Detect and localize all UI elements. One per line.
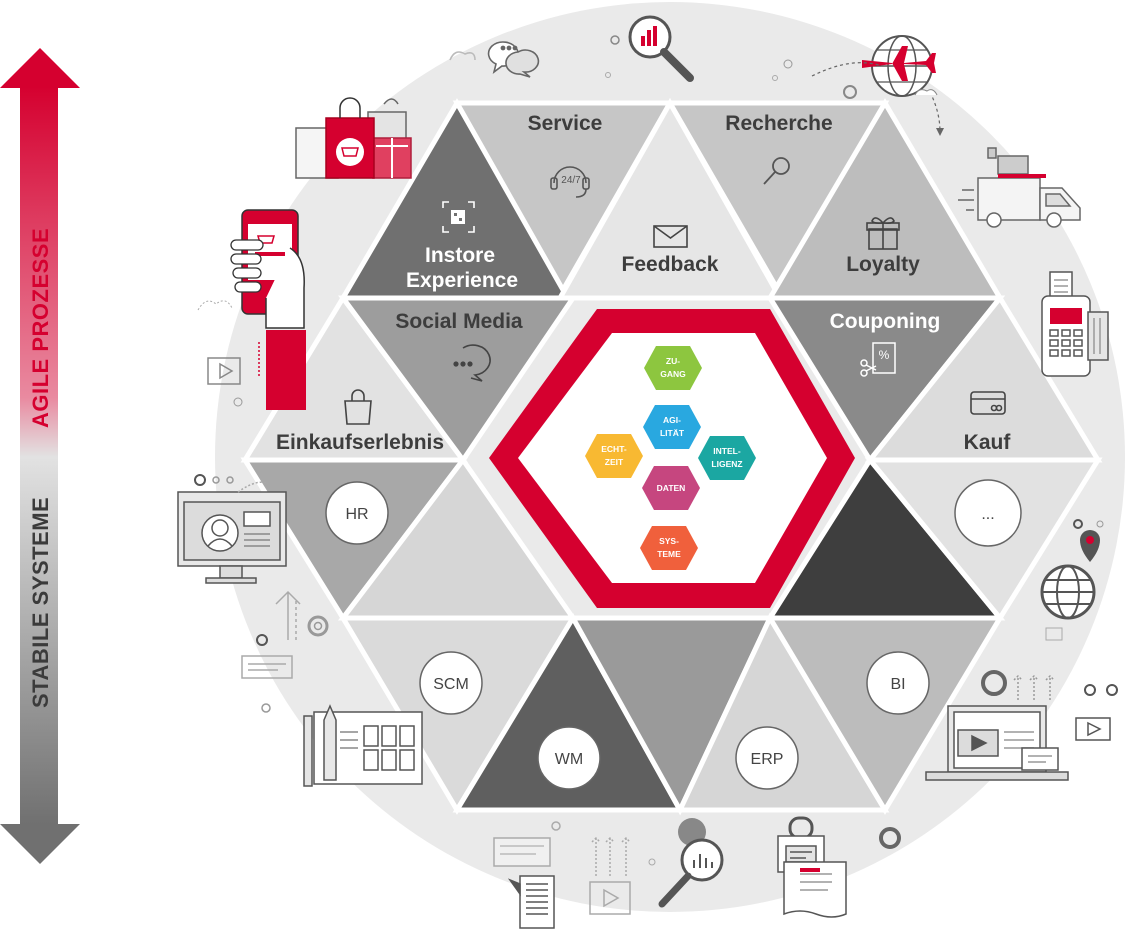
label-kauf: Kauf [964, 431, 1012, 454]
hex-intelligenz: INTEL- LIGENZ [698, 436, 756, 480]
hex-daten: DATEN [642, 466, 700, 510]
shopping-bags-icon [295, 97, 412, 179]
headset-icon: 24/7 [550, 166, 590, 198]
gear-icon [879, 827, 901, 849]
svg-text:ZEIT: ZEIT [605, 457, 624, 467]
axis-top-label: AGILE PROZESSE [28, 228, 53, 428]
shopping-bag-icon [344, 389, 372, 425]
svg-text:WM: WM [555, 751, 583, 768]
svg-text:GANG: GANG [660, 369, 686, 379]
label-instore-line2: Experience [406, 269, 518, 292]
svg-text:HR: HR [345, 506, 368, 523]
video-upload-icon [589, 836, 631, 915]
svg-text:ECHT-: ECHT- [601, 444, 627, 454]
hex-zugang: ZU- GANG [644, 346, 702, 390]
qr-code-icon [442, 201, 475, 233]
svg-text:...: ... [981, 506, 994, 523]
data-magnifier-icon [648, 818, 724, 908]
document-list-icon [493, 821, 561, 929]
label-feedback: Feedback [622, 253, 719, 276]
label-recherche: Recherche [725, 112, 832, 135]
segment-social-media [338, 295, 578, 465]
credit-card-icon [970, 391, 1006, 415]
gear-icon [307, 615, 329, 637]
hexagon-segments [240, 97, 1103, 816]
chat-bubble-icon [453, 344, 491, 382]
globe-airplane-icon [772, 35, 944, 136]
svg-text:LIGENZ: LIGENZ [711, 459, 742, 469]
svg-text:ERP: ERP [751, 751, 784, 768]
magnifier-icon [763, 157, 790, 185]
svg-text:%: % [879, 348, 890, 362]
monitor-profile-icon [177, 474, 287, 584]
hex-echtzeit: ECHT- ZEIT [585, 434, 643, 478]
label-social-media: Social Media [395, 310, 523, 333]
svg-text:DATEN: DATEN [657, 483, 686, 493]
svg-text:AGI-: AGI- [663, 415, 681, 425]
label-einkaufserlebnis: Einkaufserlebnis [276, 431, 444, 454]
coupon-icon: % [860, 342, 896, 377]
play-video-icon [207, 357, 241, 385]
svg-text:INTEL-: INTEL- [713, 446, 741, 456]
svg-text:SYS-: SYS- [659, 536, 679, 546]
svg-text:BI: BI [890, 676, 905, 693]
tablet-layout-icon [303, 704, 423, 787]
document-scroll-icon [777, 816, 847, 918]
label-loyalty: Loyalty [846, 253, 920, 276]
gift-icon [866, 217, 900, 250]
circle-hr: HR [325, 481, 389, 545]
agility-axis-arrow [0, 48, 80, 864]
label-service: Service [528, 112, 603, 135]
svg-text:SCM: SCM [433, 676, 469, 693]
svg-text:24/7: 24/7 [561, 175, 581, 186]
hex-systeme: SYS- TEME [640, 526, 698, 570]
smartphone-hand-icon [197, 209, 306, 410]
label-couponing: Couponing [830, 310, 941, 333]
circle-erp: ERP [735, 726, 799, 790]
svg-text:LITÄT: LITÄT [660, 428, 685, 438]
circle-more: ... [954, 479, 1022, 547]
chat-bubbles-icon [449, 41, 540, 78]
central-hexagon-inner [518, 333, 827, 583]
message-card-icon [241, 634, 293, 713]
delivery-truck-icon [958, 147, 1081, 228]
segment-bi [765, 615, 1005, 815]
circle-scm: SCM [419, 651, 483, 715]
hex-agilitaet: AGI- LITÄT [643, 405, 701, 449]
envelope-icon [653, 225, 688, 248]
analytics-magnifier-icon [605, 15, 694, 82]
core-hexagons: ZU- GANG AGI- LITÄT ECHT- ZEIT INTEL- LI… [585, 346, 756, 570]
globe-location-icon [1040, 519, 1104, 641]
upload-arrow-icon [275, 590, 301, 640]
axis-bottom-label: STABILE SYSTEME [28, 497, 53, 708]
label-instore-line1: Instore [425, 244, 495, 267]
svg-text:ZU-: ZU- [666, 356, 680, 366]
payment-terminal-icon [1041, 271, 1109, 377]
circle-wm: WM [537, 726, 601, 790]
circle-bi: BI [866, 651, 930, 715]
svg-text:TEME: TEME [657, 549, 681, 559]
laptop-video-icon [925, 670, 1118, 781]
